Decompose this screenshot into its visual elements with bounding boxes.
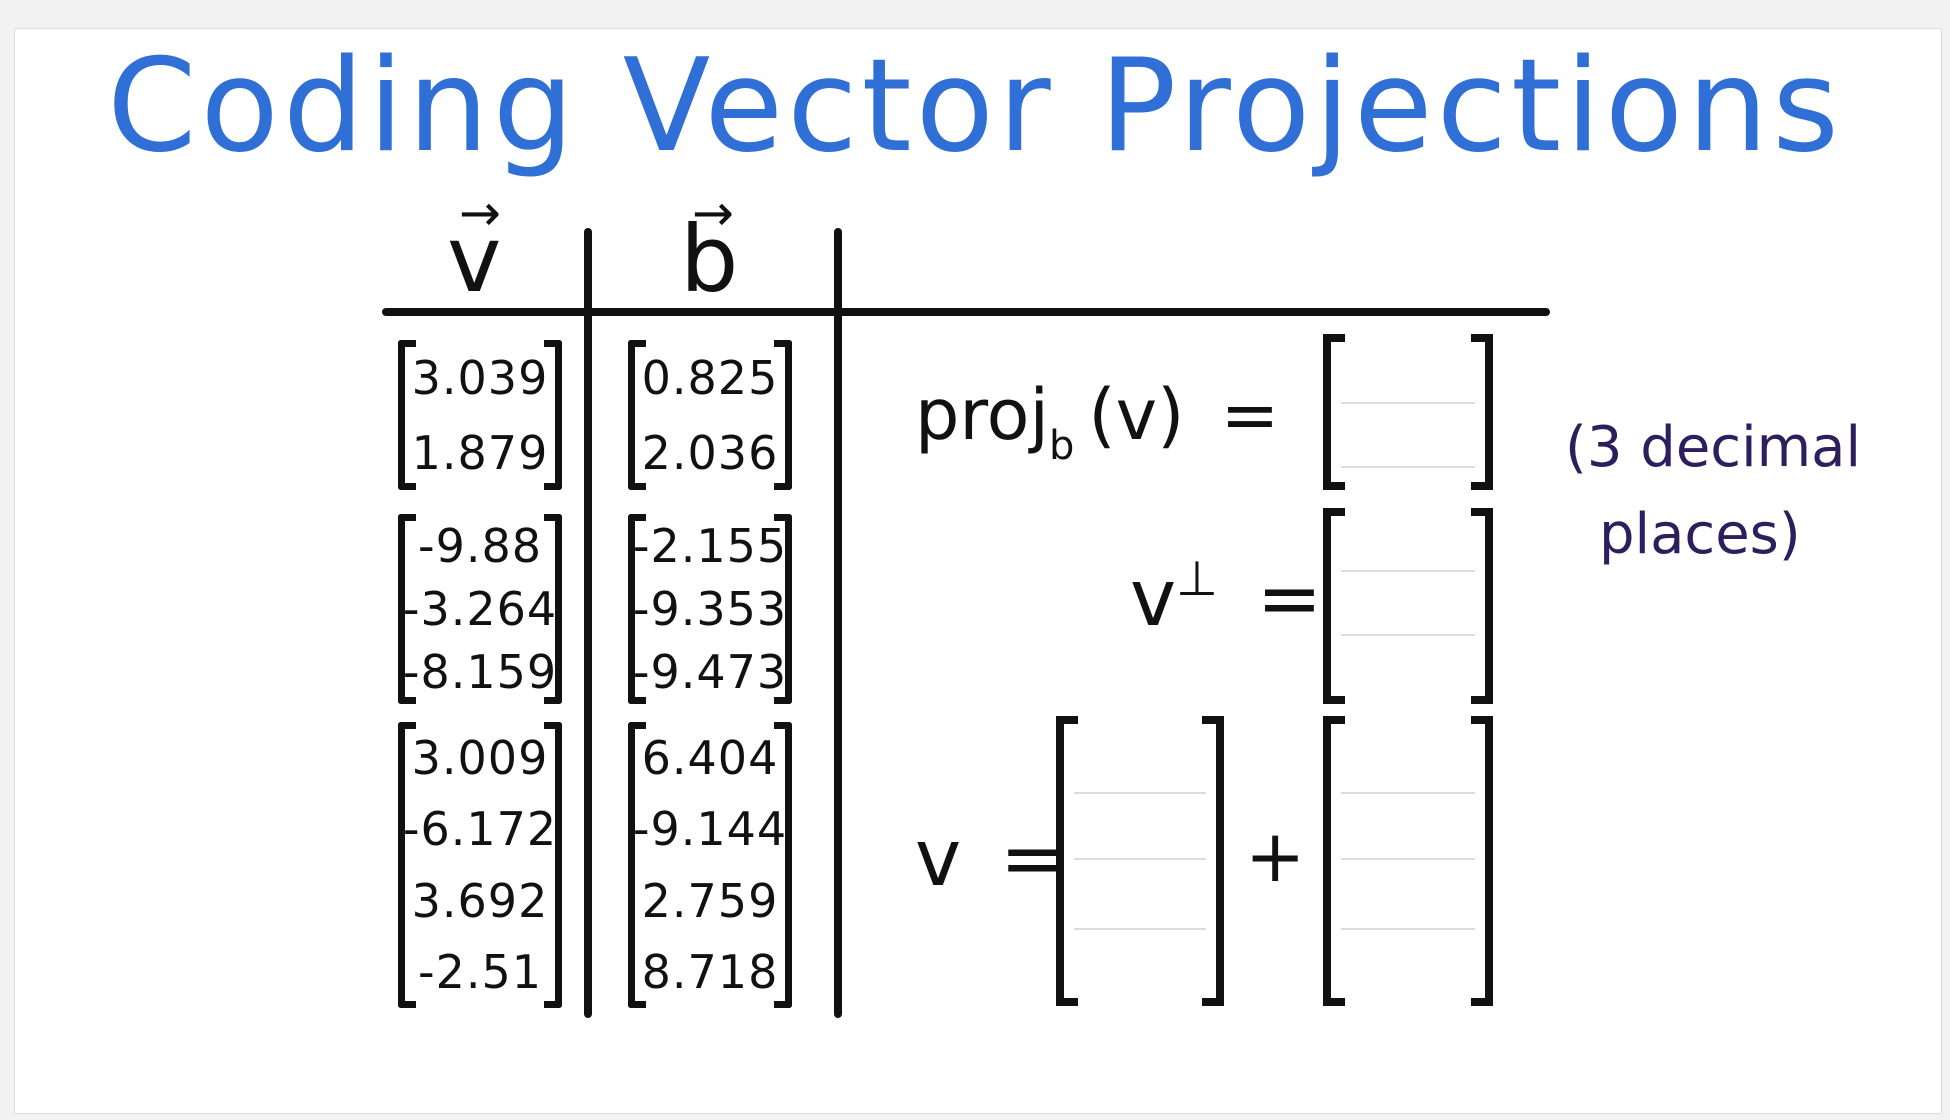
vector-arrow-icon: →: [692, 184, 734, 242]
answer-slot-divider: [1341, 634, 1475, 636]
perp-label: v⊥ =: [1130, 555, 1322, 638]
page-title: Coding Vector Projections: [107, 32, 1843, 181]
cell: 8.718: [641, 945, 779, 1000]
table-header-rule: [382, 308, 1550, 316]
cell: -2.51: [417, 945, 543, 1000]
plus-sign: +: [1245, 814, 1306, 898]
equals-sign: =: [999, 814, 1066, 904]
proj-subscript: b: [1048, 423, 1075, 469]
perp-symbol: v: [1130, 554, 1177, 644]
answer-slot-divider: [1341, 402, 1475, 404]
proj-answer-box[interactable]: [1323, 334, 1493, 490]
cell: -3.264: [402, 581, 558, 636]
v-label: v =: [915, 820, 1065, 898]
bracket-left: [1323, 508, 1345, 704]
bracket-right: [1471, 334, 1493, 490]
cell: -9.353: [632, 581, 788, 636]
answer-slot-divider: [1341, 792, 1475, 794]
matrix-b-row1: 0.825 2.036: [628, 340, 792, 490]
header-v: → v: [447, 188, 501, 306]
header-b: → b: [680, 188, 738, 306]
answer-slot-divider: [1074, 928, 1206, 930]
header-v-label: v: [447, 206, 502, 313]
bracket-left: [628, 722, 646, 1008]
proj-argument: (v): [1088, 374, 1185, 456]
answer-slot-divider: [1341, 858, 1475, 860]
precision-note-line1: (3 decimal: [1565, 415, 1862, 480]
cell: -6.172: [402, 802, 558, 857]
bracket-left: [628, 514, 646, 704]
cell: 6.404: [641, 730, 779, 785]
bracket-left: [1056, 716, 1078, 1006]
bracket-left: [1323, 716, 1345, 1006]
table-divider-1: [584, 228, 592, 1018]
matrix-v-row2: -9.88 -3.264 -8.159: [398, 514, 562, 704]
matrix-v-row3: 3.009 -6.172 3.692 -2.51: [398, 722, 562, 1008]
cell: 2.036: [641, 425, 779, 480]
cell: 0.825: [641, 350, 779, 405]
proj-prefix: proj: [915, 374, 1049, 456]
answer-slot-divider: [1341, 466, 1475, 468]
bracket-left: [628, 340, 646, 490]
bracket-right: [774, 514, 792, 704]
whiteboard: [14, 28, 1942, 1114]
equals-sign: =: [1220, 374, 1280, 456]
bracket-left: [398, 340, 416, 490]
cell: -9.88: [417, 518, 543, 573]
bracket-right: [774, 340, 792, 490]
bracket-right: [544, 340, 562, 490]
orthogonal-answer-box[interactable]: [1323, 716, 1493, 1006]
cell: 2.759: [641, 873, 779, 928]
v-symbol: v: [915, 814, 962, 904]
cell: 3.692: [411, 873, 549, 928]
bracket-right: [544, 722, 562, 1008]
answer-slot-divider: [1341, 570, 1475, 572]
proj-label: projb(v) =: [915, 380, 1279, 466]
bracket-right: [544, 514, 562, 704]
cell: -9.144: [632, 802, 788, 857]
table-divider-2: [834, 228, 842, 1018]
bracket-right: [1202, 716, 1224, 1006]
cell: -2.155: [632, 518, 788, 573]
bracket-left: [398, 514, 416, 704]
answer-slot-divider: [1341, 928, 1475, 930]
answer-slot-divider: [1074, 858, 1206, 860]
bracket-left: [1323, 334, 1345, 490]
header-b-label: b: [680, 206, 739, 313]
precision-note: (3 decimal places): [1565, 405, 1861, 579]
matrix-b-row2: -2.155 -9.353 -9.473: [628, 514, 792, 704]
parallel-answer-box[interactable]: [1056, 716, 1224, 1006]
cell: 3.039: [411, 350, 549, 405]
precision-note-line2: places): [1599, 501, 1801, 567]
answer-slot-divider: [1074, 792, 1206, 794]
perp-answer-box[interactable]: [1323, 508, 1493, 704]
vector-arrow-icon: →: [459, 184, 501, 242]
cell: -8.159: [402, 645, 558, 700]
cell: 1.879: [411, 425, 549, 480]
cell: 3.009: [411, 730, 549, 785]
bracket-left: [398, 722, 416, 1008]
equals-sign: =: [1256, 554, 1323, 644]
bracket-right: [1471, 508, 1493, 704]
matrix-b-row3: 6.404 -9.144 2.759 8.718: [628, 722, 792, 1008]
bracket-right: [1471, 716, 1493, 1006]
cell: -9.473: [632, 645, 788, 700]
bracket-right: [774, 722, 792, 1008]
perp-superscript: ⊥: [1176, 551, 1218, 607]
matrix-v-row1: 3.039 1.879: [398, 340, 562, 490]
